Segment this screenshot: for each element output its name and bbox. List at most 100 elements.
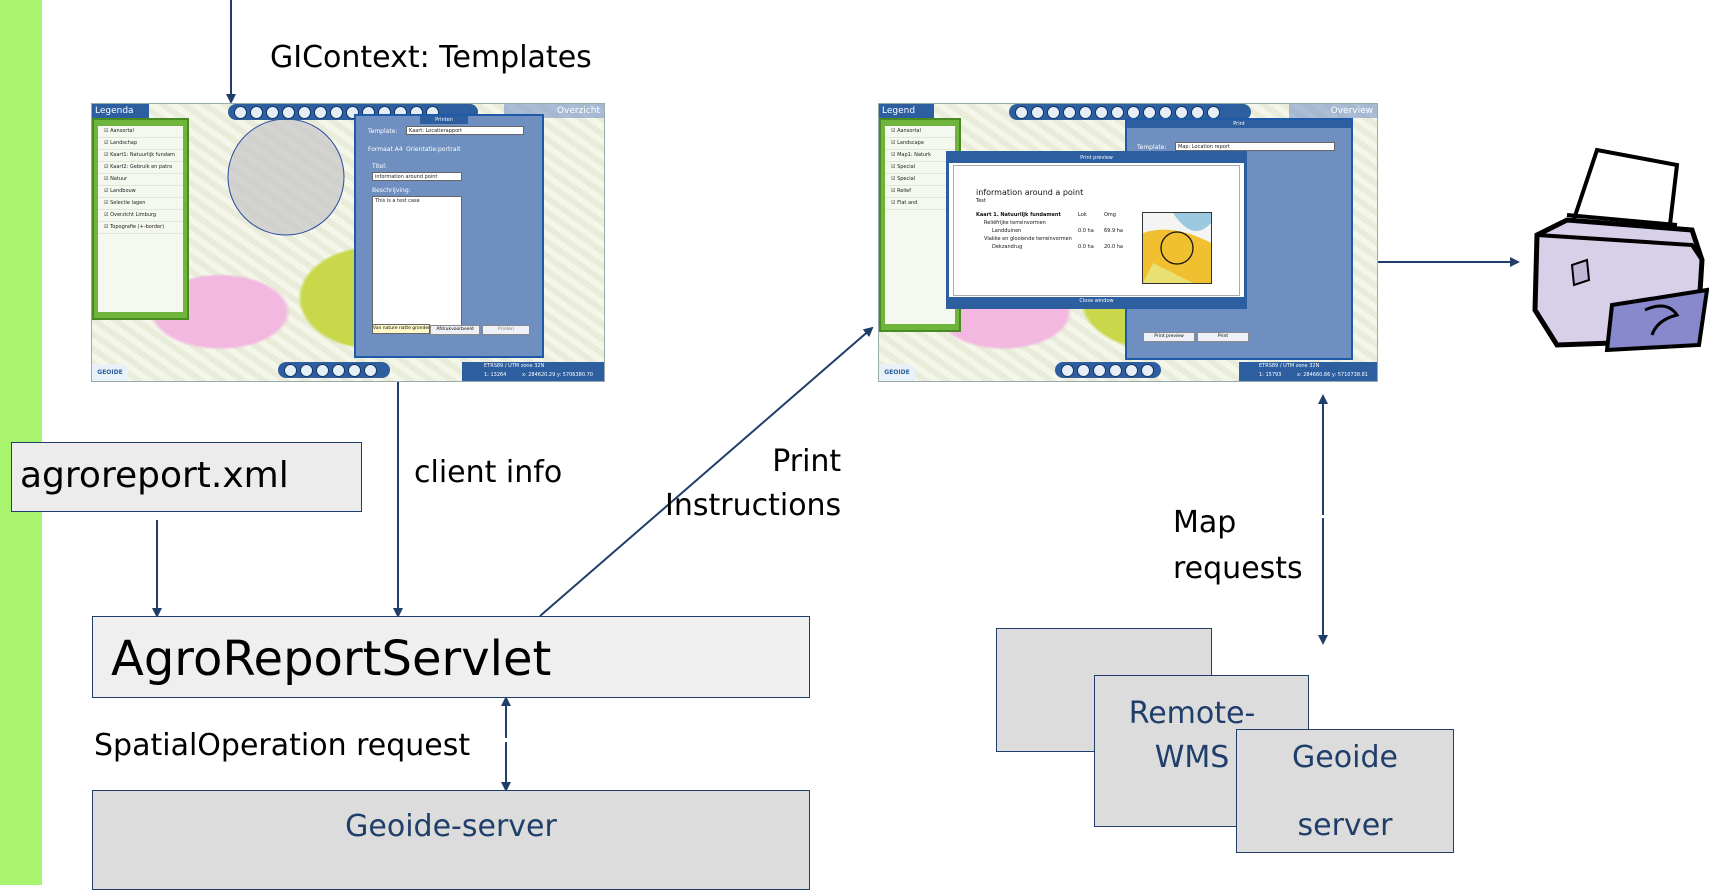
report-cell: 20.0 ha xyxy=(1104,244,1123,250)
printer-icon[interactable] xyxy=(364,363,377,377)
map-requests-label: Map requests xyxy=(1173,505,1303,586)
geoide-logo-right: GEOIDE xyxy=(879,364,915,381)
select-icon[interactable] xyxy=(1159,105,1172,119)
zoom-out-icon[interactable] xyxy=(1031,105,1044,119)
legend-layer-item[interactable]: ☑ Landbouw xyxy=(98,186,183,198)
orientation-label: Orientatie: xyxy=(406,146,439,153)
legend-layer-item[interactable]: ☑ Kaart2: Gebruik en patro xyxy=(98,162,183,174)
print-panel-title-right: Print xyxy=(1127,120,1351,128)
pan-hand-icon[interactable] xyxy=(330,105,343,119)
pan-up-icon[interactable] xyxy=(314,105,327,119)
pan-hand-icon[interactable] xyxy=(1111,105,1124,119)
title-label: Titel: xyxy=(372,163,387,170)
report-cell: Landduinen xyxy=(992,228,1022,234)
legend-layer-item[interactable]: ☑ Landscape xyxy=(885,138,955,150)
zoom-prev-icon[interactable] xyxy=(316,363,329,377)
report-subtitle: Test xyxy=(976,198,986,204)
print-panel: Printen Template: Kaart: Locatierapport … xyxy=(354,114,544,358)
template-label-right: Template: xyxy=(1137,144,1167,151)
zoom-out-icon[interactable] xyxy=(250,105,263,119)
title-input[interactable]: information around point xyxy=(372,172,462,181)
layer-tooltip: Van nature natte gronden xyxy=(372,324,430,334)
redo-icon[interactable] xyxy=(1077,363,1090,377)
legend-layer-item[interactable]: ☑ Relief xyxy=(885,186,955,198)
preview-button[interactable]: Afdrukvoorbeeld xyxy=(430,325,480,335)
legend-layer-item[interactable]: ☑ Aansortal xyxy=(885,126,955,138)
pan-right-icon[interactable] xyxy=(298,105,311,119)
legend-layer-item[interactable]: ☑ Map1: Naturk xyxy=(885,150,955,162)
pan-right-icon[interactable] xyxy=(1079,105,1092,119)
legend-list: ☑ Aansortal☑ Landschap☑ Kaart1: Natuurli… xyxy=(98,126,183,312)
preview-page: information around a point Test Kaart 1.… xyxy=(953,165,1240,296)
print-button-right[interactable]: Print xyxy=(1197,332,1249,342)
client-info-label: client info xyxy=(414,455,563,490)
pan-left-icon[interactable] xyxy=(1063,105,1076,119)
print-panel-title: Printen xyxy=(420,116,468,124)
bottom-toolbar xyxy=(278,362,390,378)
scale-value-right: 1: 15793 xyxy=(1259,372,1282,378)
legend-layer-item[interactable]: ☑ Natuur xyxy=(98,174,183,186)
legend-layer-item[interactable]: ☑ Selectie lagen xyxy=(98,198,183,210)
report-cell: Dekzandrug xyxy=(992,244,1023,250)
preview-button-right[interactable]: Print preview xyxy=(1143,332,1195,342)
overview-tab-right[interactable]: Overview xyxy=(1289,104,1377,118)
report-cell: Vlakke en glooiende terreinvormen xyxy=(984,236,1072,242)
agroreport-servlet-box: AgroReportServlet xyxy=(92,616,810,698)
pan-left-icon[interactable] xyxy=(282,105,295,119)
remote-wms-label: Remote- WMS xyxy=(1128,696,1256,775)
srs-value-right: ETRS89 / UTM zone 32N xyxy=(1259,363,1320,369)
report-cell: 0.0 ha xyxy=(1078,228,1094,234)
legend-layer-item[interactable]: ☑ Special xyxy=(885,162,955,174)
report-cell: Kaart 1. Natuurlijk fundament xyxy=(976,212,1061,218)
zoom-next-icon[interactable] xyxy=(1109,363,1122,377)
legend-list-right: ☑ Aansortal☑ Landscape☑ Map1: Naturk☑ Sp… xyxy=(885,126,955,324)
templates-label: GIContext: Templates xyxy=(270,40,592,75)
legend-layer-item[interactable]: ☑ Overzicht Limburg xyxy=(98,210,183,222)
agroreport-servlet-label: AgroReportServlet xyxy=(111,631,552,687)
legend-layer-item[interactable]: ☑ Kaart1: Natuurlijk fundam xyxy=(98,150,183,162)
description-textarea[interactable]: This is a test case xyxy=(372,196,462,334)
print-button[interactable]: Printen xyxy=(482,325,530,335)
legend-layer-item[interactable]: ☑ Landschap xyxy=(98,138,183,150)
zoom-next-icon[interactable] xyxy=(332,363,345,377)
zoom-prev-icon[interactable] xyxy=(1093,363,1106,377)
print-icon[interactable] xyxy=(1191,105,1204,119)
server-label: server xyxy=(1297,808,1393,843)
description-label: Beschrijving: xyxy=(372,187,411,194)
legend-layer-item[interactable]: ☑ Flat and xyxy=(885,198,955,210)
template-select-right[interactable]: Map: Location report xyxy=(1175,142,1335,151)
legend-layer-item[interactable]: ☑ Special xyxy=(885,174,955,186)
zoom-box-icon[interactable] xyxy=(266,105,279,119)
template-select[interactable]: Kaart: Locatierapport xyxy=(406,126,524,135)
legend-layer-item[interactable]: ☑ Aansortal xyxy=(98,126,183,138)
layer-icon[interactable] xyxy=(348,363,361,377)
report-cell: Omg xyxy=(1104,212,1116,218)
redo-icon[interactable] xyxy=(300,363,313,377)
zoom-box-icon[interactable] xyxy=(1047,105,1060,119)
geoide-server-box-right: Geoide server xyxy=(1236,729,1454,853)
bottom-toolbar-right xyxy=(1055,362,1161,378)
zoom-in-icon[interactable] xyxy=(234,105,247,119)
undo-icon[interactable] xyxy=(284,363,297,377)
arrow-print-instructions xyxy=(539,326,874,617)
legend-layer-item[interactable]: ☑ Topografie (+-border) xyxy=(98,222,183,234)
status-bar-right: ETRS89 / UTM zone 32N 1: 15793 x: 284660… xyxy=(1239,362,1377,381)
preview-title: Print preview xyxy=(949,154,1244,163)
help-icon[interactable] xyxy=(1207,105,1220,119)
zoom-in-icon[interactable] xyxy=(1015,105,1028,119)
legend-tab[interactable]: Legenda xyxy=(92,104,149,118)
info-icon[interactable] xyxy=(1127,105,1140,119)
report-cell: Lok xyxy=(1078,212,1087,218)
coords-value: x: 284620.29 y: 5706380.70 xyxy=(522,372,593,378)
measure-icon[interactable] xyxy=(1143,105,1156,119)
legend-tab-right[interactable]: Legend xyxy=(879,104,934,118)
layers-icon[interactable] xyxy=(1175,105,1188,119)
undo-icon[interactable] xyxy=(1061,363,1074,377)
spatial-operation-label: SpatialOperation request xyxy=(94,728,471,763)
pan-up-icon[interactable] xyxy=(1095,105,1108,119)
close-window-button[interactable]: Close window xyxy=(949,297,1244,306)
coords-value-right: x: 284660.86 y: 5710738.81 xyxy=(1297,372,1368,378)
printer-icon[interactable] xyxy=(1141,363,1154,377)
layer-icon[interactable] xyxy=(1125,363,1138,377)
